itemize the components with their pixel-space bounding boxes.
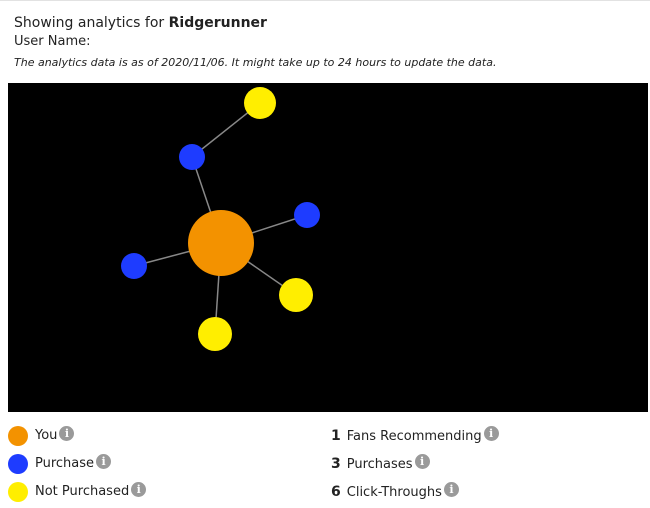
stat-click-throughs: 6 Click-Throughs i [331,478,499,506]
stats-summary: 1 Fans Recommending i 3 Purchases i 6 Cl… [331,422,499,506]
info-icon[interactable]: i [59,426,75,441]
legend-item-you: You i [8,422,146,450]
node-legend: You i Purchase i Not Purchased i [8,422,147,506]
legend-label-not-purchased: Not Purchased [35,484,130,499]
you-swatch [8,426,28,446]
stat-label: Fans Recommending [346,428,482,444]
graph-node-not-purchased[interactable] [244,87,276,119]
info-icon[interactable]: i [443,482,459,497]
page-title: Showing analytics for Ridgerunner [14,14,634,32]
info-icon[interactable]: i [96,454,112,469]
graph-node-purchase[interactable] [121,253,147,279]
not-purchased-swatch [8,482,28,502]
graph-nodes [121,87,320,351]
info-icon[interactable]: i [483,426,499,441]
stat-purchases: 3 Purchases i [331,450,499,478]
artist-name: Ridgerunner [168,15,267,31]
network-graph-canvas[interactable] [8,83,648,412]
info-icon[interactable]: i [131,482,147,497]
graph-node-not-purchased[interactable] [279,278,313,312]
stat-value: 3 [331,456,341,472]
legend-item-purchase: Purchase i [8,450,146,478]
stat-fans-recommending: 1 Fans Recommending i [331,422,499,450]
graph-node-purchase[interactable] [294,202,320,228]
stat-value: 1 [331,428,341,444]
stat-label: Purchases [346,456,413,472]
legend-label-you: You [35,428,58,443]
stat-label: Click-Throughs [346,484,442,500]
purchase-swatch [8,454,28,474]
graph-node-you[interactable] [188,210,254,276]
legend-label-purchase: Purchase [35,456,95,471]
graph-node-purchase[interactable] [179,144,205,170]
data-freshness-note: The analytics data is as of 2020/11/06. … [14,56,497,69]
graph-node-not-purchased[interactable] [198,317,232,351]
title-prefix: Showing analytics for [14,15,165,31]
info-icon[interactable]: i [414,454,430,469]
network-graph[interactable] [8,83,648,412]
stat-value: 6 [331,484,341,500]
analytics-header: Showing analytics for Ridgerunner User N… [14,14,634,72]
user-name-label: User Name: [14,34,91,49]
legend-item-not-purchased: Not Purchased i [8,478,147,506]
